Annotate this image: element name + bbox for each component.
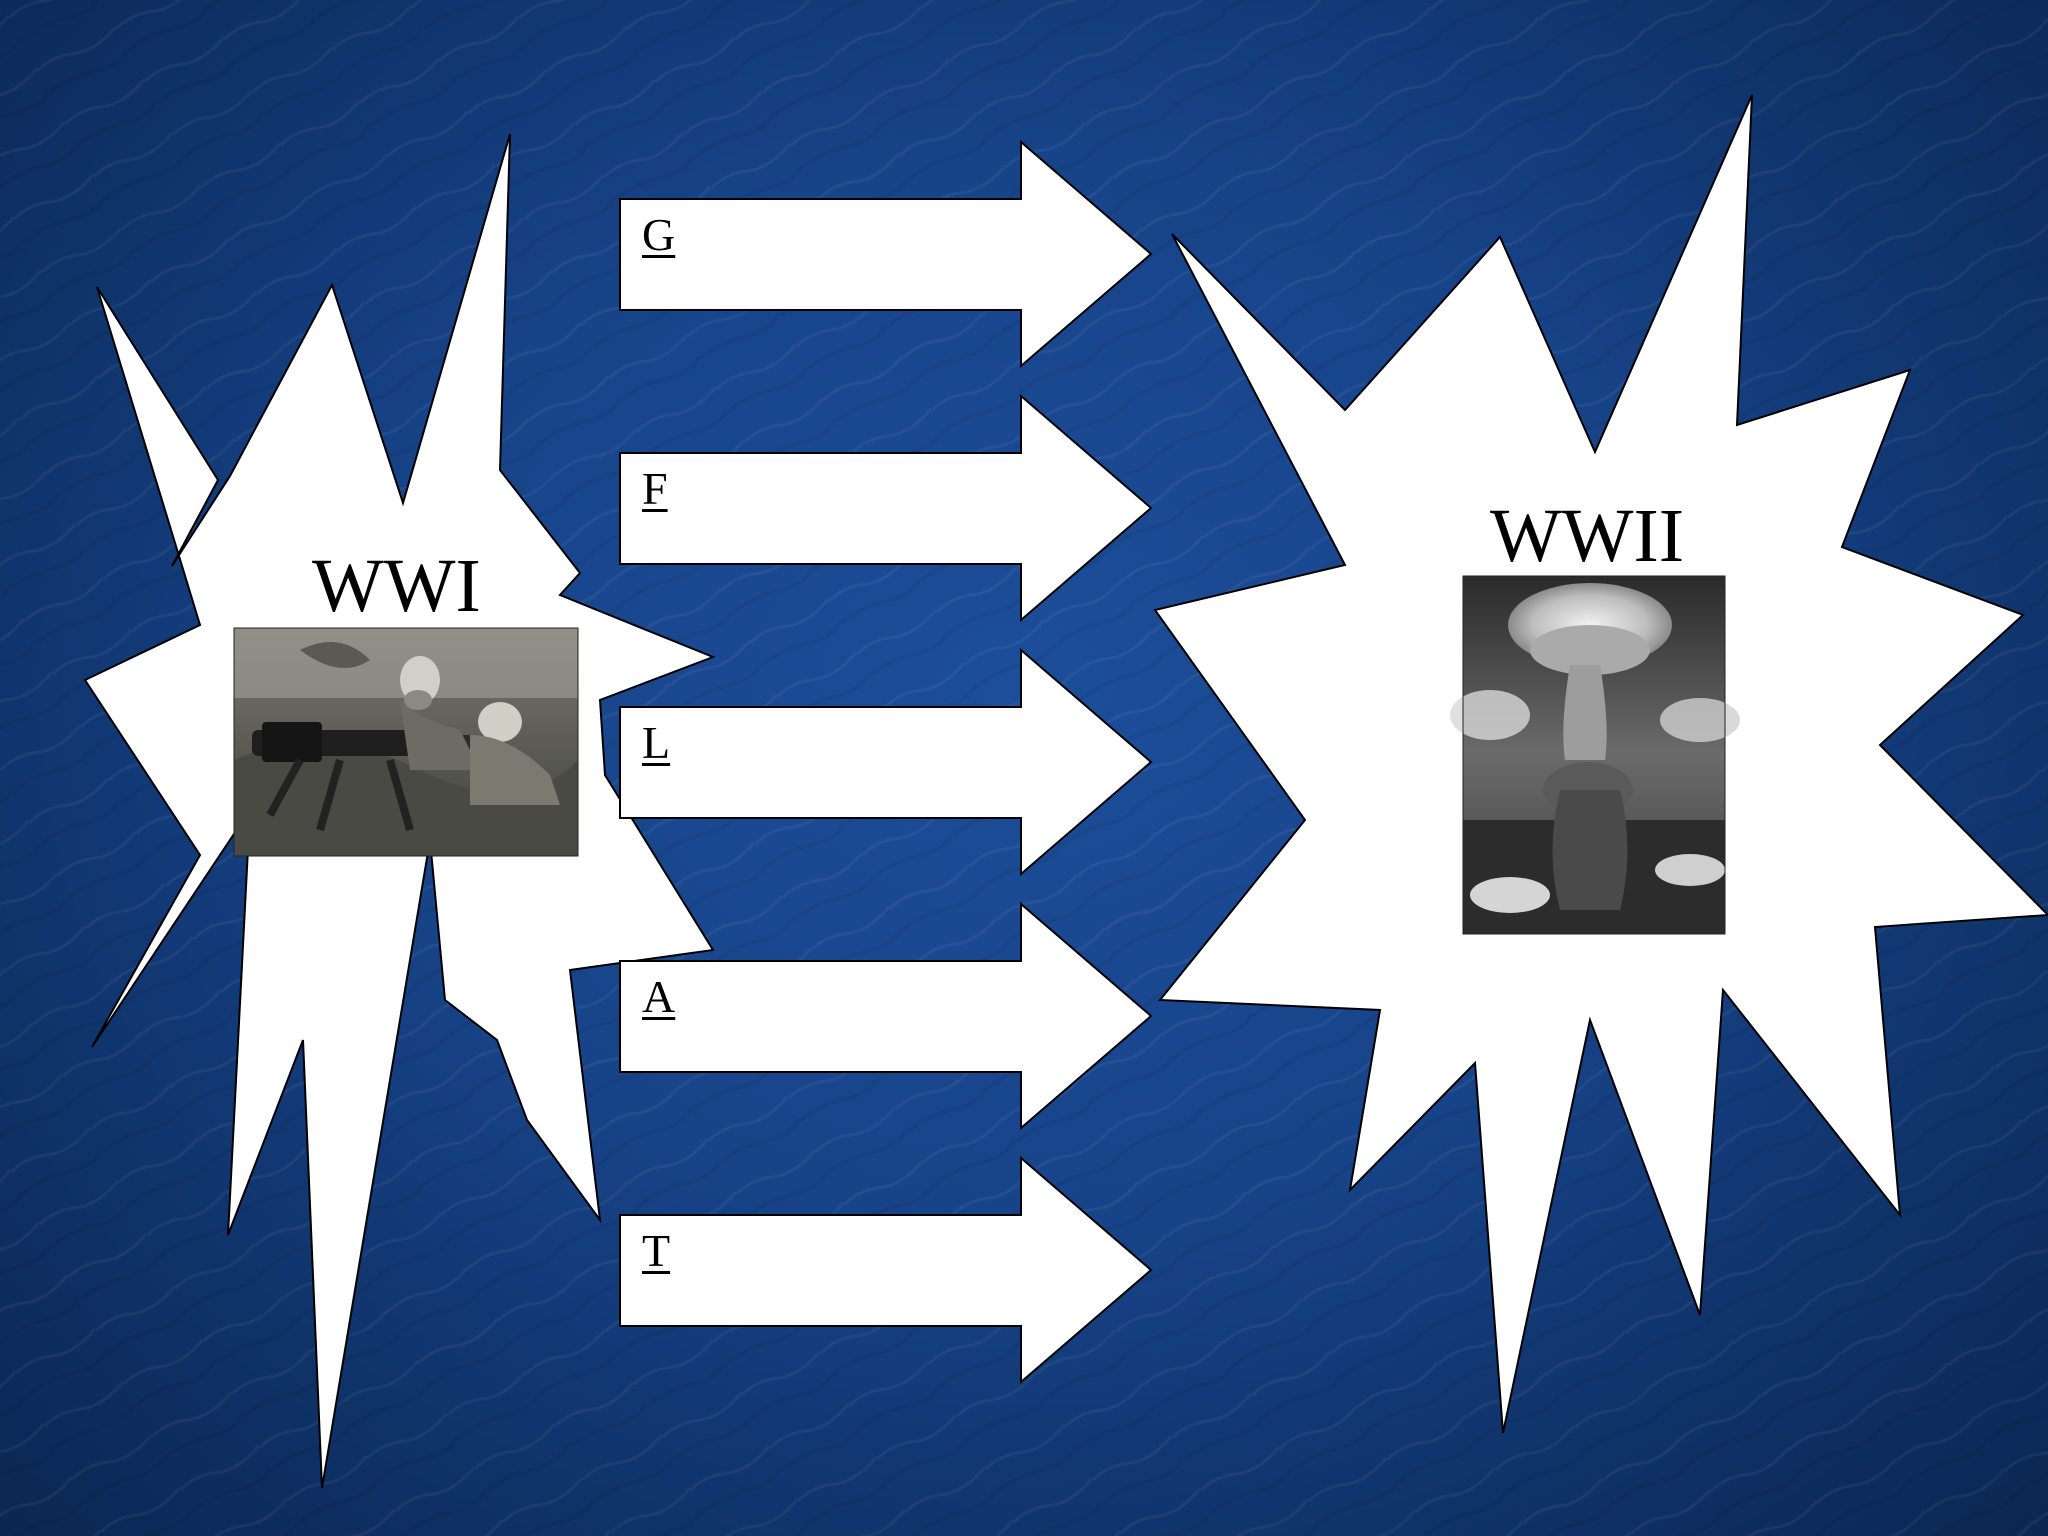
wwii-photo [1450,575,1740,935]
arrow-t [619,1155,1153,1385]
arrow-g [619,139,1153,369]
arrow-label-a: A [642,971,676,1022]
arrow-l [619,647,1153,877]
arrow-label-g: G [642,209,676,260]
wwii-title: WWII [1490,494,1685,578]
arrow-label-l: L [642,717,671,768]
arrow-label-f: F [642,463,668,514]
arrow-label-t: T [642,1225,671,1276]
arrow-a [619,901,1153,1131]
wwi-title: WWI [312,544,481,628]
wwi-photo [233,627,579,857]
arrow-group [619,139,1153,1385]
arrow-f [619,393,1153,623]
